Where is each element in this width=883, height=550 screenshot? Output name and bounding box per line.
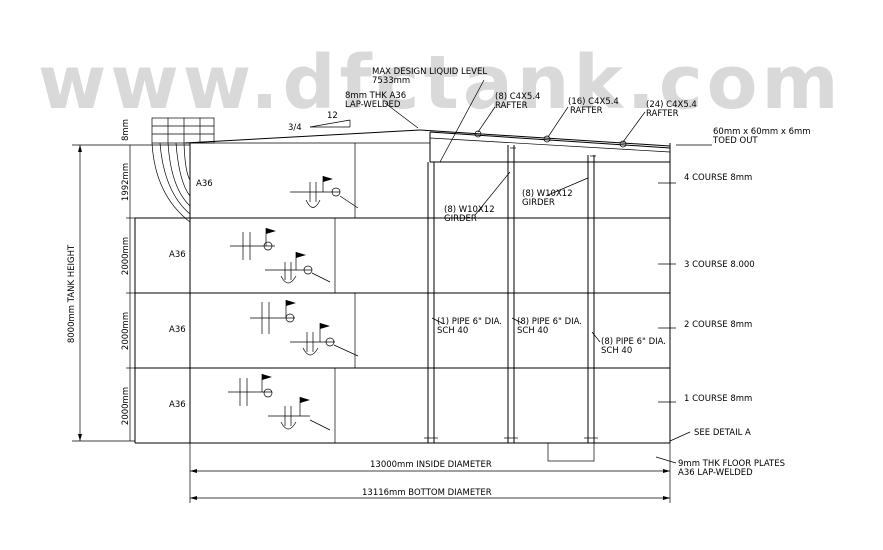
label-pipe-8a-sch: SCH 40	[517, 326, 548, 336]
stairway	[151, 117, 215, 223]
label-girder-a: (8) W10X12	[444, 205, 495, 215]
watermark: www.dfctank.com	[38, 40, 843, 126]
label-max-level: MAX DESIGN LIQUID LEVEL	[372, 67, 487, 77]
label-height-course-2: 2000mm	[121, 312, 131, 350]
dimension-lines	[72, 144, 671, 503]
label-material-course-3: A36	[169, 250, 186, 260]
label-slope-run: 12	[327, 111, 338, 121]
label-pipe-8b-sch: SCH 40	[601, 346, 632, 356]
label-course-2: 2 COURSE 8mm	[684, 320, 752, 330]
label-height-course-3: 2000mm	[121, 237, 131, 275]
valve-group-3	[250, 300, 359, 357]
label-roof-plate: 8mm THK A36	[345, 91, 406, 101]
label-rafter-16: (16) C4X5.4	[568, 97, 619, 107]
label-pipe-8b: (8) PIPE 6" DIA.	[601, 337, 666, 347]
label-rafter-24: (24) C4X5.4	[646, 100, 697, 110]
label-girder-b: (8) W10X12	[522, 189, 573, 199]
label-course-1: 1 COURSE 8mm	[684, 394, 752, 404]
label-max-level-value: 7533mm	[372, 76, 410, 86]
label-inside-diameter: 13000mm INSIDE DIAMETER	[370, 460, 492, 470]
tank-shell	[134, 142, 671, 444]
label-angle: 60mm x 60mm x 6mm	[713, 127, 811, 137]
label-slope-rise: 3/4	[288, 123, 302, 133]
roof	[184, 119, 671, 163]
label-rafter-24-type: RAFTER	[646, 109, 679, 119]
label-tank-height: 8000mm TANK HEIGHT	[67, 244, 77, 343]
label-pipe-1: (1) PIPE 6" DIA.	[437, 317, 502, 327]
label-course-4: 4 COURSE 8mm	[684, 173, 752, 183]
label-floor-plates: 9mm THK FLOOR PLATES	[678, 459, 785, 469]
label-pipe-8a: (8) PIPE 6" DIA.	[517, 317, 582, 327]
label-see-detail: SEE DETAIL A	[694, 428, 751, 438]
label-material-course-2: A36	[169, 325, 186, 335]
label-rafter-8: (8) C4X5.4	[495, 92, 540, 102]
label-rafter-16-type: RAFTER	[570, 106, 603, 116]
leader-lines	[384, 79, 712, 464]
label-material-course-4: A36	[196, 179, 213, 189]
label-height-course-4: 1992mm	[121, 163, 131, 201]
label-girder-b-type: GIRDER	[522, 198, 555, 208]
label-course-3: 3 COURSE 8.000	[684, 260, 755, 270]
label-material-course-1: A36	[169, 400, 186, 410]
label-floor-lap: A36 LAP-WELDED	[678, 468, 753, 478]
label-angle-toed: TOED OUT	[712, 136, 758, 146]
valve-symbols	[228, 176, 359, 431]
label-rafter-8-type: RAFTER	[495, 101, 528, 111]
label-roof-lap: LAP-WELDED	[345, 100, 401, 110]
valve-group-2	[230, 228, 331, 284]
annotations: MAX DESIGN LIQUID LEVEL 7533mm 8mm THK A…	[67, 67, 811, 498]
label-height-top: 8mm	[121, 119, 131, 141]
label-pipe-1-sch: SCH 40	[437, 326, 468, 336]
label-girder-a-type: GIRDER	[444, 214, 477, 224]
valve-group-1	[290, 176, 359, 209]
label-bottom-diameter: 13116mm BOTTOM DIAMETER	[362, 488, 492, 498]
label-height-course-1: 2000mm	[121, 387, 131, 425]
columns	[424, 145, 598, 462]
valve-group-4	[228, 374, 331, 431]
